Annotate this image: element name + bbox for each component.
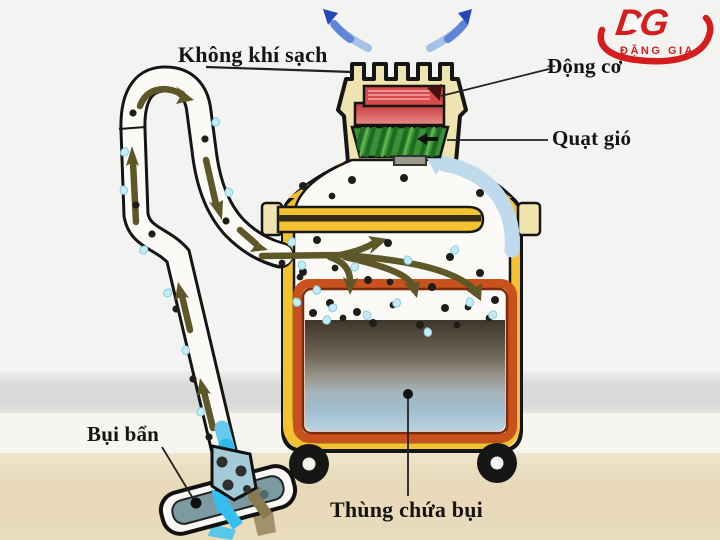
logo-monogram: DG — [613, 2, 669, 43]
clean-air-pointer — [205, 65, 353, 74]
hose-dust-dots — [129, 109, 230, 441]
label-dirt: Bụi bẩn — [87, 422, 160, 446]
floor-brush — [158, 444, 298, 540]
label-fan: Quạt gió — [552, 126, 632, 150]
water-streak — [208, 524, 236, 540]
label-motor: Động cơ — [547, 54, 623, 78]
motor-pointer — [440, 68, 550, 97]
dust-bucket — [293, 279, 517, 443]
dirt-pointer — [161, 446, 195, 501]
logo-swoosh — [597, 14, 714, 65]
container-airflow-arrows — [258, 236, 482, 301]
label-clean-air: Không khí sạch — [178, 42, 328, 67]
suction-hose — [118, 65, 294, 478]
fan-shaft — [393, 155, 427, 166]
motor-pointer-head — [427, 84, 442, 101]
lid-clip-right — [516, 201, 542, 237]
logo-name: ĐẶNG GIA — [620, 45, 695, 57]
motor-block — [353, 84, 446, 127]
dust-container-pointer-dot — [403, 389, 413, 399]
exhaust-arrows — [323, 9, 472, 52]
pointer-lines — [205, 65, 550, 496]
hose-joint-seam — [118, 126, 147, 130]
wheels — [289, 443, 517, 484]
label-dust-container: Thùng chứa bụi — [330, 497, 483, 522]
fan-pointer-head — [417, 133, 427, 145]
filtered-air-arrow — [424, 153, 520, 258]
dang-gia-logo: DG ĐẶNG GIA — [596, 2, 720, 70]
collected-dirt-and-water — [305, 320, 505, 431]
dirt-pointer-dot — [190, 497, 202, 509]
hose-airflow-arrows — [126, 85, 268, 432]
separator-plate — [276, 205, 485, 234]
floor — [0, 453, 720, 540]
